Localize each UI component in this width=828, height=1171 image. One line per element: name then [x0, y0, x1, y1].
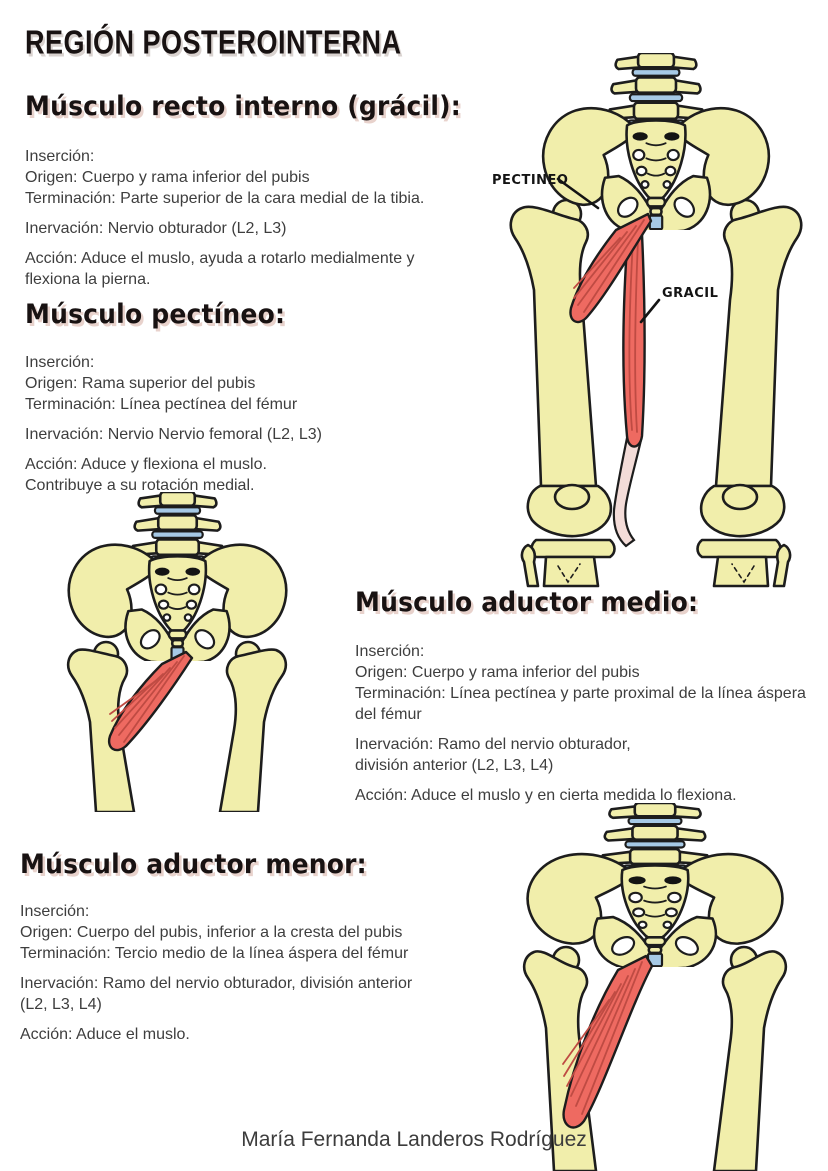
insertion-block: Inserción:Origen: Cuerpo y rama inferior… — [25, 148, 425, 207]
label-gracil: GRACIL — [662, 286, 718, 301]
pectineo-pointer-line — [556, 177, 600, 210]
section-pectineo-body: Inserción:Origen: Rama superior del pubi… — [25, 352, 515, 505]
section-aductor-menor-body: Inserción:Origen: Cuerpo del pubis, infe… — [20, 901, 480, 1054]
footer-author: María Fernanda Landeros Rodríguez — [241, 1128, 587, 1151]
figure-aductor-medio — [40, 482, 350, 812]
figure-pectineo-gracil: PECTINEO GRACIL — [470, 0, 828, 595]
femur-left — [66, 640, 136, 812]
aductor-medio-muscle — [107, 650, 194, 752]
femur-right — [712, 945, 788, 1171]
inervacion-block: Inervación: Nervio Nervio femoral (L2, L… — [25, 426, 323, 443]
heading-aductor-medio: Músculo aductor medio: — [355, 586, 699, 618]
insertion-block: Inserción:Origen: Rama superior del pubi… — [25, 354, 298, 413]
insertion-block: Inserción:Origen: Cuerpo del pubis, infe… — [20, 903, 409, 962]
gracil-tendon — [612, 436, 643, 548]
inervacion-block: Inervación: Ramo del nervio obturador,di… — [355, 736, 631, 774]
inervacion-block: Inervación: Nervio obturador (L2, L3) — [25, 220, 287, 237]
femur-left — [509, 198, 616, 588]
accion-block: Acción: Aduce el muslo, ayuda a rotarlo … — [25, 250, 415, 288]
gracil-pointer-line — [639, 298, 661, 324]
accion-block: Acción: Aduce y flexiona el muslo.Contri… — [25, 456, 267, 494]
accion-block: Acción: Aduce el muslo. — [20, 1026, 190, 1043]
label-pectineo: PECTINEO — [492, 173, 568, 188]
pelvis-bones — [526, 803, 784, 967]
heading-aductor-menor: Músculo aductor menor: — [20, 848, 367, 880]
section-aductor-medio-body: Inserción:Origen: Cuerpo y rama inferior… — [355, 641, 825, 815]
figure-aductor-menor — [490, 800, 828, 1171]
page-title: REGIÓN POSTEROINTERNA — [25, 24, 402, 61]
heading-recto-interno: Músculo recto interno (grácil): — [25, 90, 461, 122]
insertion-block: Inserción:Origen: Cuerpo y rama inferior… — [355, 643, 806, 723]
accion-block: Acción: Aduce el muslo y en cierta medid… — [355, 787, 737, 804]
femur-right — [218, 640, 288, 812]
pectineo-muscle — [569, 212, 653, 324]
heading-pectineo: Músculo pectíneo: — [25, 298, 286, 330]
femur-right — [696, 198, 803, 588]
aductor-menor-muscle — [562, 954, 654, 1129]
section-recto-interno-body: Inserción:Origen: Cuerpo y rama inferior… — [25, 146, 515, 299]
inervacion-block: Inervación: Ramo del nervio obturador, d… — [20, 975, 413, 1013]
gracil-muscle — [622, 230, 646, 448]
pelvis-bones — [67, 492, 288, 661]
